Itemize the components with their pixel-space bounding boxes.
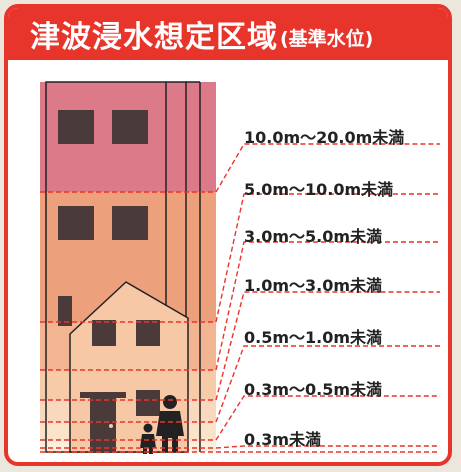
leader-line: [40, 193, 440, 323]
level-label-10-20m: 10.0m〜20.0m未満: [244, 128, 405, 147]
adult-figure-icon: [156, 395, 184, 452]
level-label-under-03m: 0.3m未満: [244, 430, 322, 449]
building-windows: [58, 110, 148, 326]
leader-line: [40, 345, 440, 423]
leader-line: [40, 143, 440, 193]
level-label-3-5m: 3.0m〜5.0m未満: [244, 227, 383, 246]
depth-leader-lines: [40, 143, 440, 449]
title-bar: 津波浸水想定区域 (基準水位): [8, 8, 448, 60]
child-figure-icon: [140, 423, 156, 454]
inundation-illustration: [40, 81, 440, 454]
leader-line: [40, 291, 440, 401]
leader-line: [40, 241, 440, 371]
legend-card: 津波浸水想定区域 (基準水位): [4, 4, 452, 466]
page-subtitle: (基準水位): [280, 27, 374, 50]
house-icon: [69, 281, 189, 453]
level-label-1-3m: 1.0m〜3.0m未満: [244, 276, 383, 295]
leader-line: [40, 395, 440, 441]
page-title: 津波浸水想定区域: [30, 20, 278, 55]
level-label-03-05m: 0.3m〜0.5m未満: [244, 380, 383, 399]
level-label-5-10m: 5.0m〜10.0m未満: [244, 180, 394, 199]
leader-line: [40, 445, 440, 449]
level-label-05-1m: 0.5m〜1.0m未満: [244, 328, 383, 347]
